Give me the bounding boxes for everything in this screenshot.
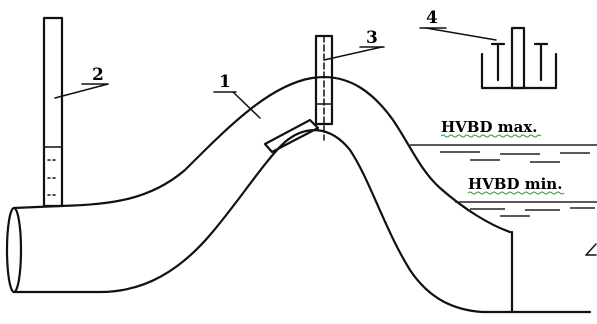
piezometer-outline xyxy=(42,16,64,208)
label-1: 1 xyxy=(219,72,231,92)
pipe-bottom-outline xyxy=(12,129,514,314)
piezometer-tube: 2 xyxy=(42,16,109,208)
basin-mark xyxy=(585,243,597,256)
label-2: 2 xyxy=(92,65,104,85)
level-max-underline xyxy=(440,134,542,138)
valve-center-tube xyxy=(510,26,526,90)
level-min-underline xyxy=(467,191,565,195)
siphon-pipe xyxy=(5,75,597,314)
vacuum-tube-elbow xyxy=(263,118,320,154)
valve-vessel xyxy=(480,52,558,90)
vacuum-tube: 3 xyxy=(263,28,385,154)
pipe-inlet-end xyxy=(5,206,23,294)
level-labels: HVBD max. HVBD min. xyxy=(440,118,565,195)
leader-4 xyxy=(425,27,497,41)
label-3: 3 xyxy=(366,28,378,48)
basin-water xyxy=(410,144,597,217)
label-4: 4 xyxy=(426,8,438,28)
valve-detail: 4 xyxy=(419,8,558,90)
level-min-label: HVBD min. xyxy=(468,175,562,193)
pipe-label-group: 1 xyxy=(213,72,261,119)
pipe-top-outline xyxy=(12,75,512,234)
leader-3 xyxy=(323,46,383,61)
leader-1 xyxy=(232,91,261,119)
leader-2 xyxy=(54,83,109,99)
level-max-label: HVBD max. xyxy=(441,118,537,136)
